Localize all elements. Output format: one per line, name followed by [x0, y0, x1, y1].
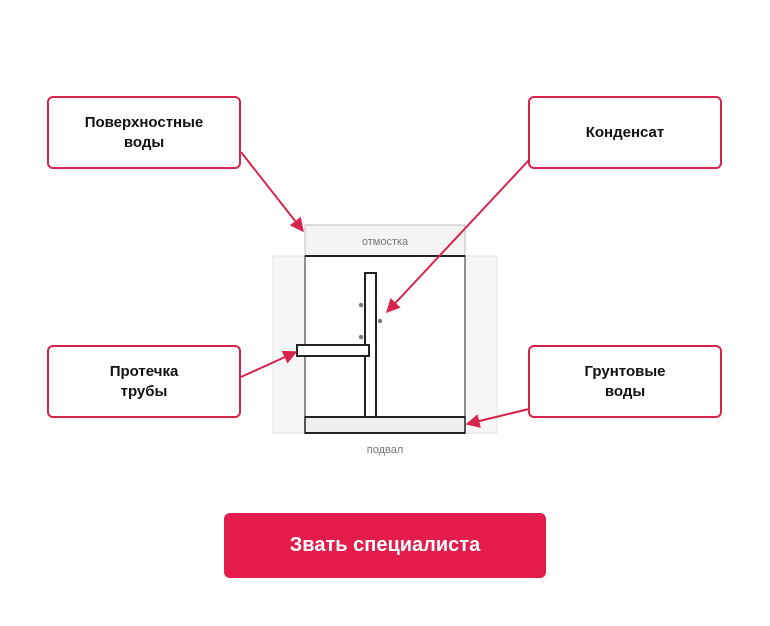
condensate-drop [358, 334, 364, 340]
callout-surface-water: Поверхностные воды [47, 96, 241, 169]
arrow-surface-water [240, 151, 304, 233]
callout-pipe-leak: Протечка трубы [47, 345, 241, 418]
arrow-groundwater [465, 408, 530, 428]
basement-label: подвал [367, 444, 404, 456]
condensate-drop [358, 302, 364, 308]
callout-groundwater-label: Грунтовые воды [584, 362, 666, 400]
floor-slab [304, 416, 466, 434]
call-specialist-button[interactable]: Звать специалиста [224, 513, 546, 578]
soil-right [464, 255, 498, 434]
horizontal-pipe [296, 344, 370, 357]
blind-area [304, 224, 466, 257]
arrow-condensate [386, 159, 530, 314]
callout-groundwater: Грунтовые воды [528, 345, 722, 418]
basement-room [304, 255, 466, 418]
callout-surface-water-label: Поверхностные воды [84, 113, 204, 151]
condensate-drop [377, 318, 383, 324]
callout-condensate-label: Конденсат [585, 123, 665, 141]
arrow-pipe-leak [240, 350, 298, 378]
blind-area-label: отмостка [362, 236, 409, 248]
callout-condensate: Конденсат [528, 96, 722, 169]
callout-pipe-leak-label: Протечка трубы [109, 362, 179, 400]
